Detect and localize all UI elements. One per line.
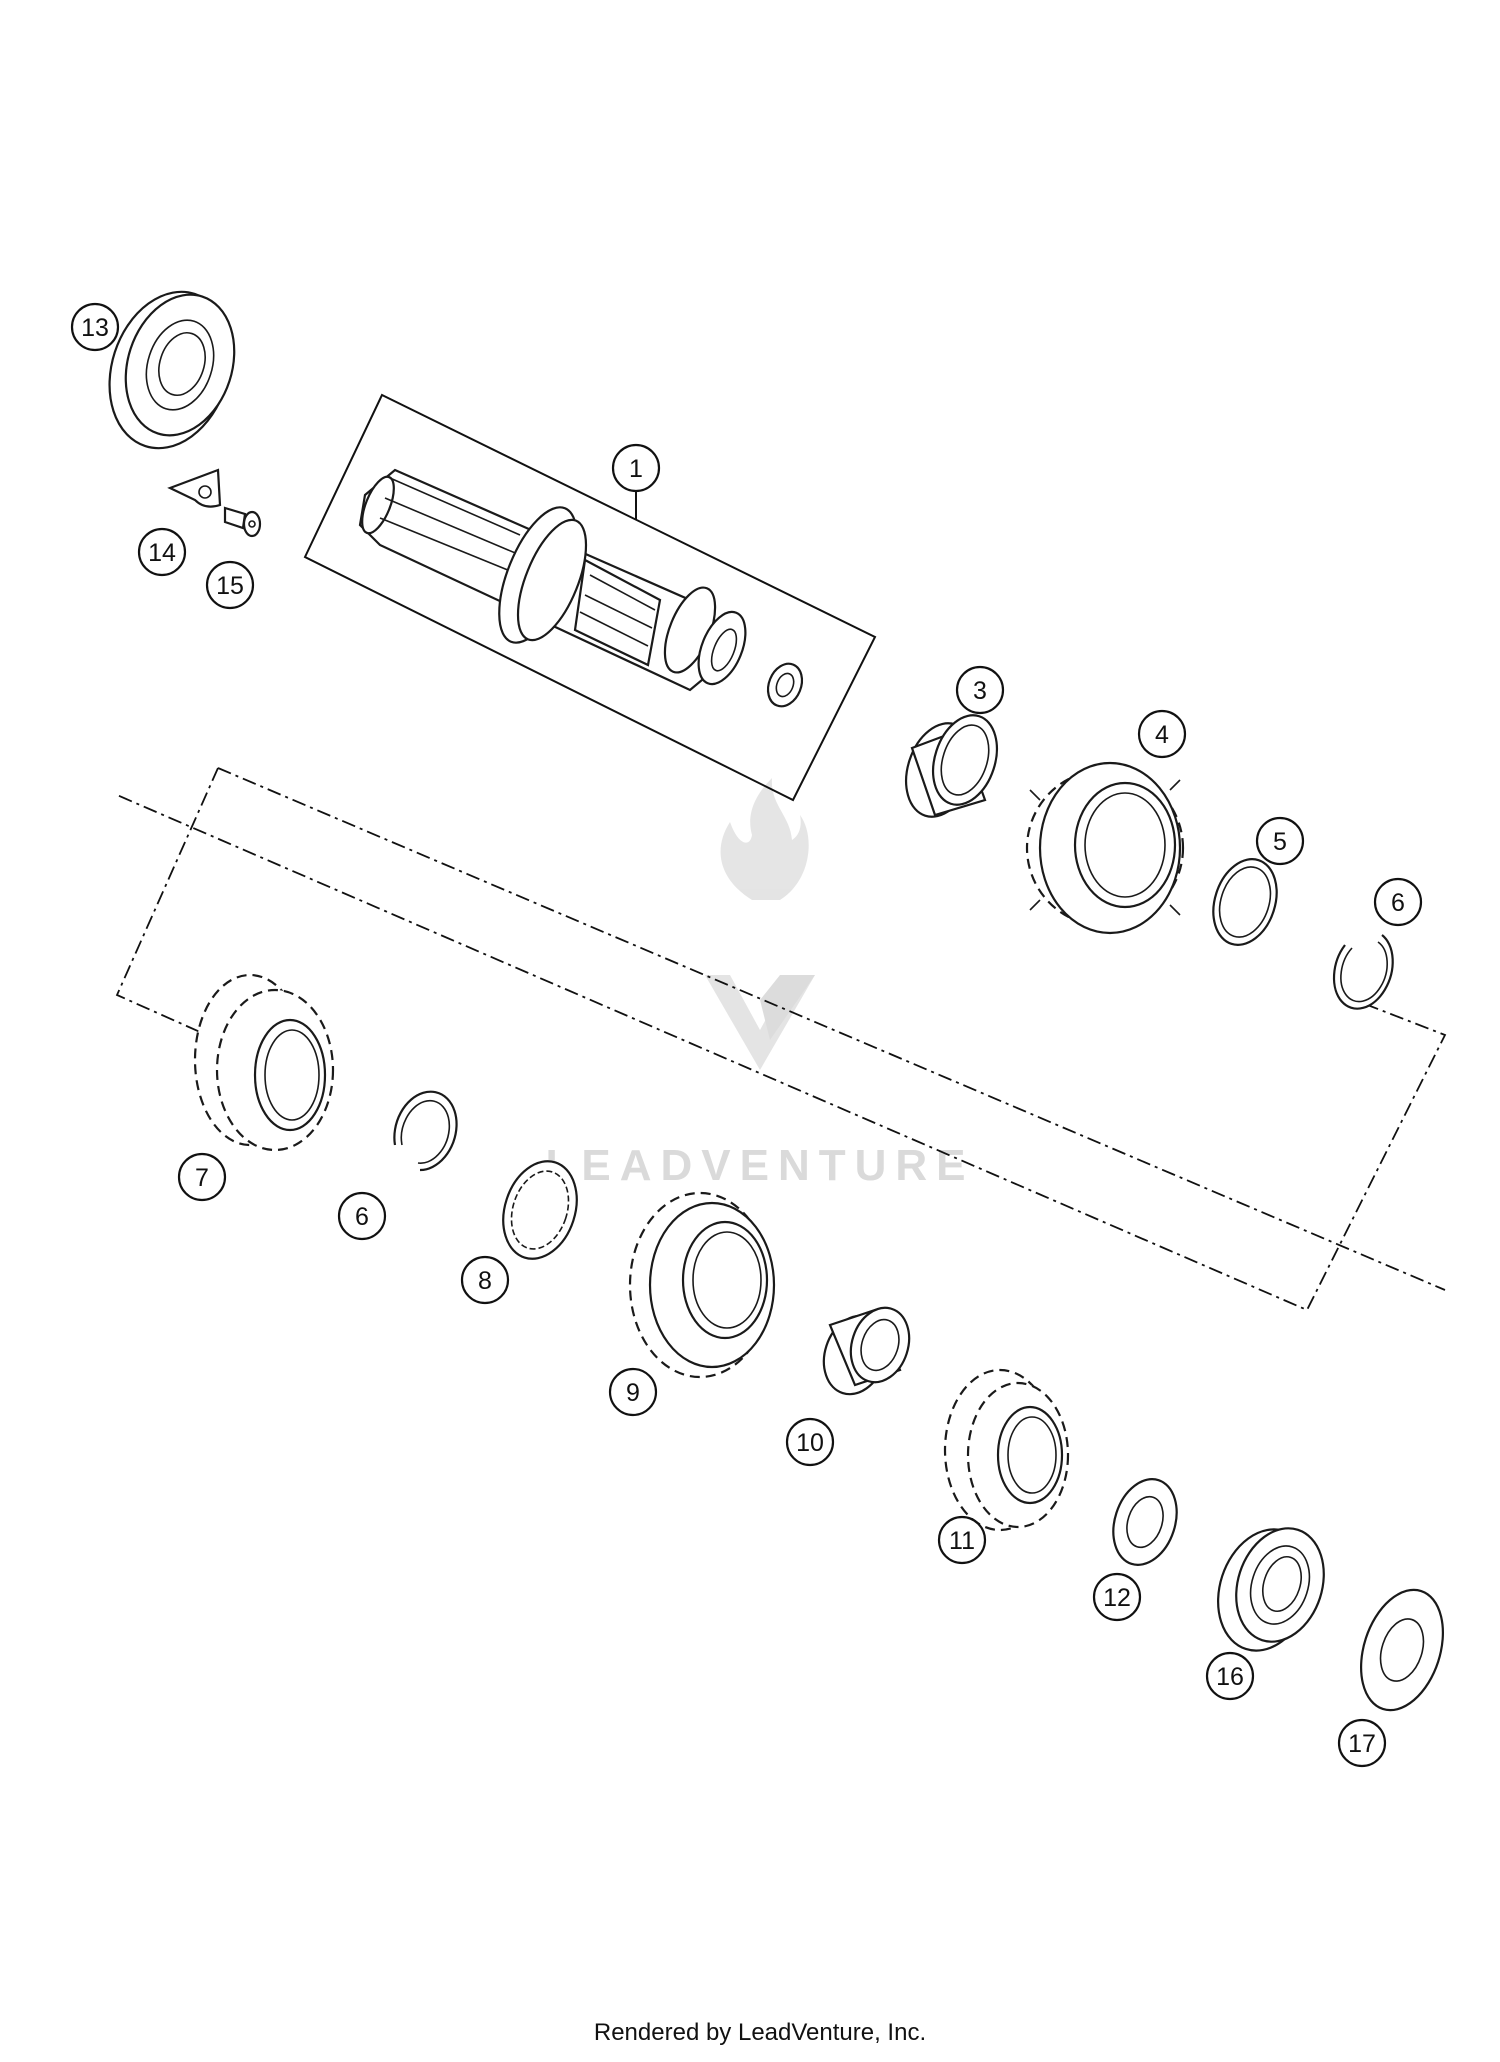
callout-label: 17 [1348, 1730, 1376, 1758]
callout-label: 7 [195, 1164, 209, 1192]
callout-1: 1 [611, 443, 661, 493]
assembly-outline [115, 767, 219, 1041]
shaft-group-box [303, 393, 877, 802]
callout-label: 6 [1391, 889, 1405, 917]
callout-4: 4 [1137, 709, 1187, 759]
gear-7 [193, 973, 335, 1152]
bushing-3 [905, 714, 998, 818]
callout-13: 13 [70, 302, 120, 352]
watermark-v-logo-icon [705, 975, 815, 1070]
circlip-6-upper [1332, 934, 1394, 1010]
bearing-13 [108, 290, 236, 450]
watermark-text: LEADVENTURE [545, 1141, 974, 1190]
watermark: LEADVENTURE [545, 778, 974, 1190]
locking-plate-14 [167, 468, 222, 508]
callout-14: 14 [137, 527, 187, 577]
callout-5: 5 [1255, 816, 1305, 866]
callout-label: 12 [1103, 1584, 1131, 1612]
callout-label: 14 [148, 539, 176, 567]
gear-9 [628, 1191, 776, 1379]
callout-15: 15 [205, 560, 255, 610]
circlip-6-lower [393, 1090, 458, 1172]
callout-label: 8 [478, 1267, 492, 1295]
callout-9: 9 [608, 1367, 658, 1417]
callout-3: 3 [955, 665, 1005, 715]
callout-label: 9 [626, 1379, 640, 1407]
callout-16: 16 [1205, 1651, 1255, 1701]
callout-label: 10 [796, 1429, 824, 1457]
washer-12 [1112, 1478, 1178, 1566]
assembly-outline-top [217, 767, 1446, 1291]
callout-6-lower: 6 [337, 1191, 387, 1241]
callout-label: 13 [81, 314, 109, 342]
gear-11 [943, 1368, 1070, 1532]
gear-4 [1025, 761, 1185, 935]
screw-15 [223, 506, 262, 538]
callout-6-upper: 6 [1373, 877, 1423, 927]
callout-label: 11 [949, 1527, 975, 1555]
callout-12: 12 [1092, 1572, 1142, 1622]
callout-label: 1 [629, 455, 643, 483]
callout-11: 11 [937, 1515, 987, 1565]
callout-label: 5 [1273, 828, 1287, 856]
callout-label: 16 [1216, 1663, 1244, 1691]
callout-7: 7 [177, 1152, 227, 1202]
callout-label: 15 [216, 572, 244, 600]
callout-label: 4 [1155, 721, 1169, 749]
splined-washer-8 [502, 1160, 578, 1260]
callout-17: 17 [1337, 1718, 1387, 1768]
main-shaft [358, 468, 747, 692]
bearing-16 [1217, 1527, 1325, 1652]
washer-5 [1212, 858, 1278, 946]
pilot-bearing [766, 662, 804, 708]
callout-8: 8 [460, 1255, 510, 1305]
needle-bearing-10 [822, 1306, 911, 1396]
footer-credit: Rendered by LeadVenture, Inc. [594, 2019, 926, 2046]
callout-10: 10 [785, 1417, 835, 1467]
watermark-flame-icon [720, 778, 809, 900]
callout-label: 6 [355, 1203, 369, 1231]
callout-label: 3 [973, 677, 987, 705]
thrust-washer-17 [1359, 1588, 1445, 1712]
